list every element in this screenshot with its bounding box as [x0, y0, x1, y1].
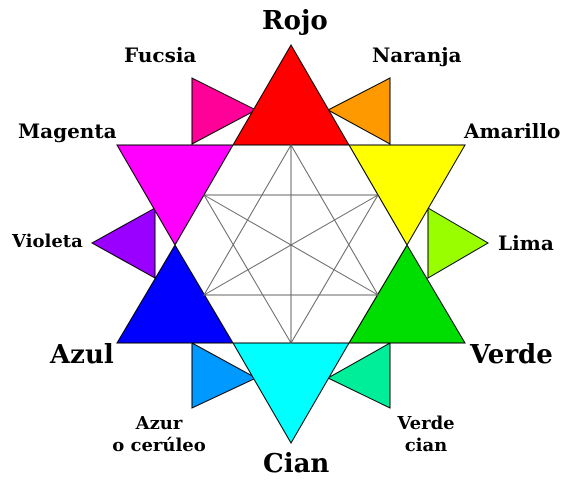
label-cian: Cian: [263, 449, 330, 479]
label-azul: Azul: [50, 340, 114, 370]
verde-cian-triangle: [326, 342, 391, 409]
label-magenta: Magenta: [18, 119, 117, 143]
label-fucsia: Fucsia: [124, 43, 197, 67]
label-verde-cian: Verde cian: [388, 413, 464, 456]
rojo-triangle: [232, 44, 350, 146]
violeta-triangle: [90, 207, 156, 279]
label-verde-cian-line2: cian: [404, 434, 448, 456]
cian-triangle: [232, 342, 350, 444]
label-naranja: Naranja: [372, 43, 462, 67]
naranja-triangle: [326, 77, 391, 145]
azur-triangle: [191, 342, 258, 409]
inner-lines: [203, 144, 379, 344]
fucsia-triangle: [191, 77, 258, 145]
label-azur: Azur o cerúleo: [100, 413, 218, 456]
label-lima: Lima: [498, 231, 554, 255]
label-amarillo: Amarillo: [464, 119, 561, 143]
lima-triangle: [427, 207, 489, 279]
label-violeta: Violeta: [12, 231, 83, 252]
label-azur-line1: Azur: [135, 413, 183, 434]
label-rojo: Rojo: [262, 6, 328, 36]
label-verde: Verde: [470, 340, 553, 370]
label-azur-line2: o cerúleo: [112, 434, 206, 456]
label-verde-cian-line1: Verde: [397, 413, 455, 434]
